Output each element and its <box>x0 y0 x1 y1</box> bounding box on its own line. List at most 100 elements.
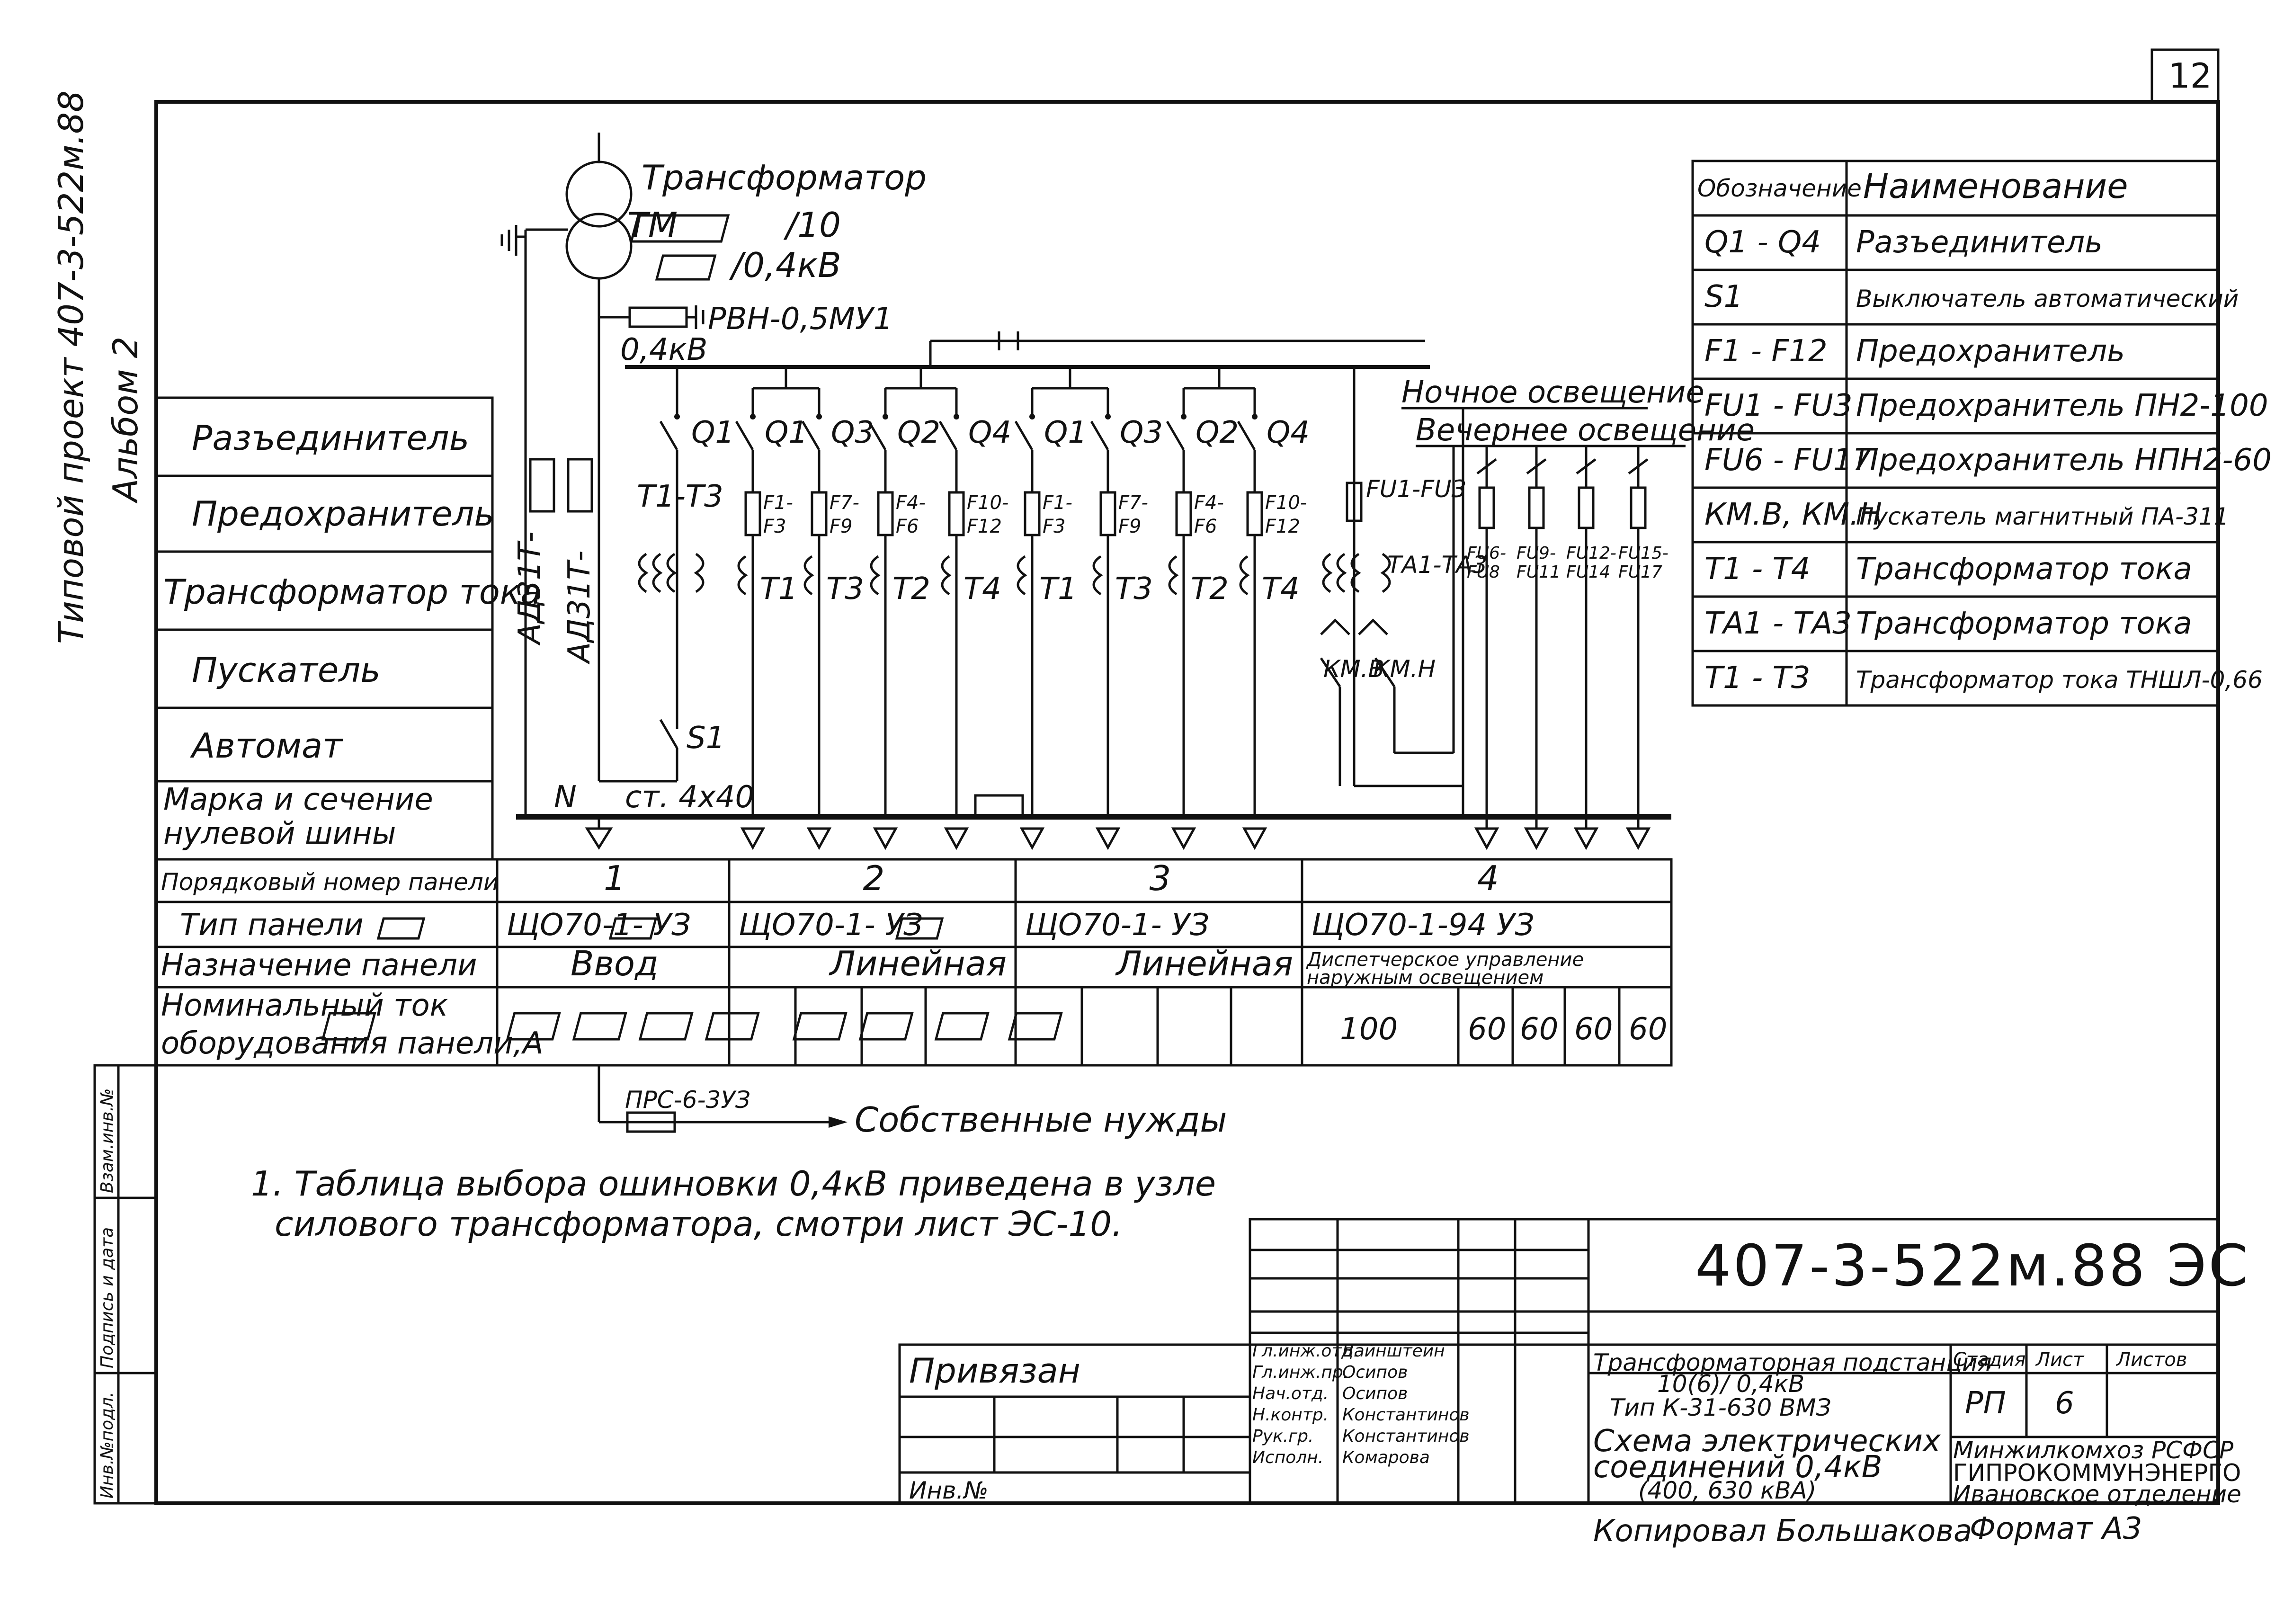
feeder-4-fuse-label-2: F12 <box>967 516 1002 537</box>
evening-lighting-label: Вечернее освещение <box>1416 413 1755 448</box>
legend-name-7: Трансформатор тока <box>1856 552 2192 587</box>
feeder-3-switch-pivot <box>883 414 888 419</box>
row-label-starter: Пускатель <box>192 650 381 690</box>
feeder-2-fuse-label-2: F9 <box>830 516 852 537</box>
feeder-1-ct-label: Т1 <box>760 571 798 607</box>
feeder-8-switch-pivot <box>1252 414 1258 419</box>
current-box-5 <box>705 1012 760 1041</box>
transformer-hv: /10 <box>783 205 841 245</box>
panel-type-1: ЩО70-1- УЗ <box>507 908 691 943</box>
legend-header-designation: Обозначение <box>1697 175 1862 202</box>
current-box-8 <box>934 1012 990 1041</box>
incomer-cable-end <box>585 827 613 850</box>
lighting-main-fuse: FU1-FU3 <box>1366 475 1466 503</box>
feeder-3-switch-label: Q2 <box>897 415 940 450</box>
feeder-5-cable-end <box>1019 827 1045 850</box>
incomer-branch: Q1 Т1-Т3 S1 <box>599 367 734 783</box>
lighting-feeder-3-label-1: FU12- <box>1566 544 1616 563</box>
panel-type-box-1 <box>376 917 426 940</box>
stamp-side-strip <box>93 1064 158 1505</box>
signer-6: Комарова <box>1342 1448 1430 1467</box>
feeder-5-switch-label: Q1 <box>1044 415 1087 450</box>
stamp-inv-label: Инв.№подл. <box>98 1392 117 1499</box>
current-box-4 <box>638 1012 694 1041</box>
feeder-3-ct-coil <box>870 555 881 596</box>
feeder-1-fuse <box>744 491 761 536</box>
night-lighting-label: Ночное освещение <box>1401 375 1704 410</box>
panel-type-box-3 <box>895 917 944 940</box>
neutral-section-jumper <box>974 794 1024 817</box>
panel-type-2: ЩО70-1- УЗ <box>739 908 923 943</box>
stage-value: РП <box>1965 1386 2006 1421</box>
feeder-2-cable-end <box>806 827 832 850</box>
row-label-current-transformer: Трансформатор тока <box>163 572 541 612</box>
legend-name-2: Выключатель автоматический <box>1856 285 2239 312</box>
bus-voltage-label: 0,4кВ <box>620 332 707 367</box>
feeder-8-fuse <box>1246 491 1263 536</box>
feeder-8-switch-blade <box>1237 420 1256 451</box>
lighting-feeder-4-label-2: FU17 <box>1618 562 1662 582</box>
feeder-7-switch-label: Q2 <box>1196 415 1239 450</box>
feeder-8-ct-label: Т4 <box>1262 571 1300 607</box>
transformer-hv-box <box>655 254 717 281</box>
side-project-title: Типовой проект 407-3-522м.88 <box>51 90 91 644</box>
legend-designation-9: Т1 - Т3 <box>1704 660 1810 696</box>
feeder-6-ct-coil <box>1092 555 1103 596</box>
legend-name-4: Предохранитель ПН2-100 <box>1856 388 2268 423</box>
feeder-5-fuse-label-1: F1- <box>1043 492 1072 514</box>
lighting-feeder-4-label-1: FU15- <box>1618 544 1668 563</box>
feeder-8-fuse-label-2: F12 <box>1265 516 1300 537</box>
panel-row-header-purpose: Назначение панели <box>161 948 477 983</box>
neutral-bus-size: ст. 4х40 <box>625 780 754 815</box>
sheets-header: Листов <box>2115 1349 2187 1371</box>
row-label-table: Разъединитель Предохранитель Трансформат… <box>155 396 541 861</box>
copied-by: Копировал Большакова <box>1593 1514 1972 1549</box>
stamp-replace-label: Взам.инв.№ <box>98 1088 117 1193</box>
feeder-2-switch-label: Q3 <box>831 415 874 450</box>
starter-evening: КМ.В <box>1323 655 1384 683</box>
sheet-number-box <box>2150 48 2220 103</box>
panel-type-4: ЩО70-1-94 УЗ <box>1312 908 1535 943</box>
feeder-3-fuse <box>877 491 894 536</box>
feeder-6-switch-pivot <box>1105 414 1111 419</box>
sheet-header: Лист <box>2035 1349 2085 1371</box>
feeder-2-switch-pivot <box>816 414 822 419</box>
incomer-ct-label: Т1-Т3 <box>637 479 723 514</box>
current-box-2 <box>506 1012 561 1041</box>
signer-3: Осипов <box>1342 1384 1408 1403</box>
format-label: Формат А3 <box>1970 1511 2142 1546</box>
incomer-switch-label: Q1 <box>691 415 734 450</box>
cable-left-box <box>529 458 555 513</box>
legend-name-8: Трансформатор тока <box>1856 606 2192 641</box>
row-label-fuse: Предохранитель <box>192 494 494 534</box>
lighting-feeder-4-fuse <box>1630 486 1647 529</box>
legend-designation-6: КМ.В, КМ.Н <box>1704 497 1882 532</box>
lighting-feeder-1-fuse <box>1478 486 1495 529</box>
feeder-5-switch-blade <box>1014 420 1034 451</box>
arrester-label: РВН-0,5МУ1 <box>708 302 892 337</box>
feeder-4-cable-end <box>944 827 969 850</box>
panel-number-3: 3 <box>1150 858 1171 898</box>
legend-name-1: Разъединитель <box>1856 225 2103 260</box>
feeder-6-fuse-label-1: F7- <box>1118 492 1148 514</box>
feeder-8-ct-coil <box>1239 555 1250 596</box>
feeder-2-ct-coil <box>803 555 814 596</box>
panel-4-current-5: 60 <box>1629 1012 1667 1047</box>
legend-designation-7: Т1 - Т4 <box>1704 552 1810 587</box>
note-line-1: 1. Таблица выбора ошиновки 0,4кВ приведе… <box>251 1164 1216 1204</box>
panel-purpose-4-1: Диспетчерское управление <box>1306 949 1584 971</box>
cable-left-label: АД31Т- <box>512 532 547 646</box>
legend-designation-5: FU6 - FU17 <box>1704 443 1872 478</box>
lighting-feeder-2-cable-end <box>1524 827 1549 850</box>
lighting-feeder-2-contact <box>1526 458 1547 474</box>
lighting-feeder-1-label-1: FU6- <box>1467 544 1506 563</box>
feeder-2-fuse-label-1: F7- <box>830 492 859 514</box>
lighting-feeder-2-label-1: FU9- <box>1517 544 1556 563</box>
legend-designation-4: FU1 - FU3 <box>1704 388 1853 423</box>
feeder-2-ct-label: Т3 <box>826 571 864 607</box>
feeder-2-fuse <box>811 491 828 536</box>
feeder-3-switch-blade <box>867 420 887 451</box>
feeder-5-switch-pivot <box>1029 414 1035 419</box>
